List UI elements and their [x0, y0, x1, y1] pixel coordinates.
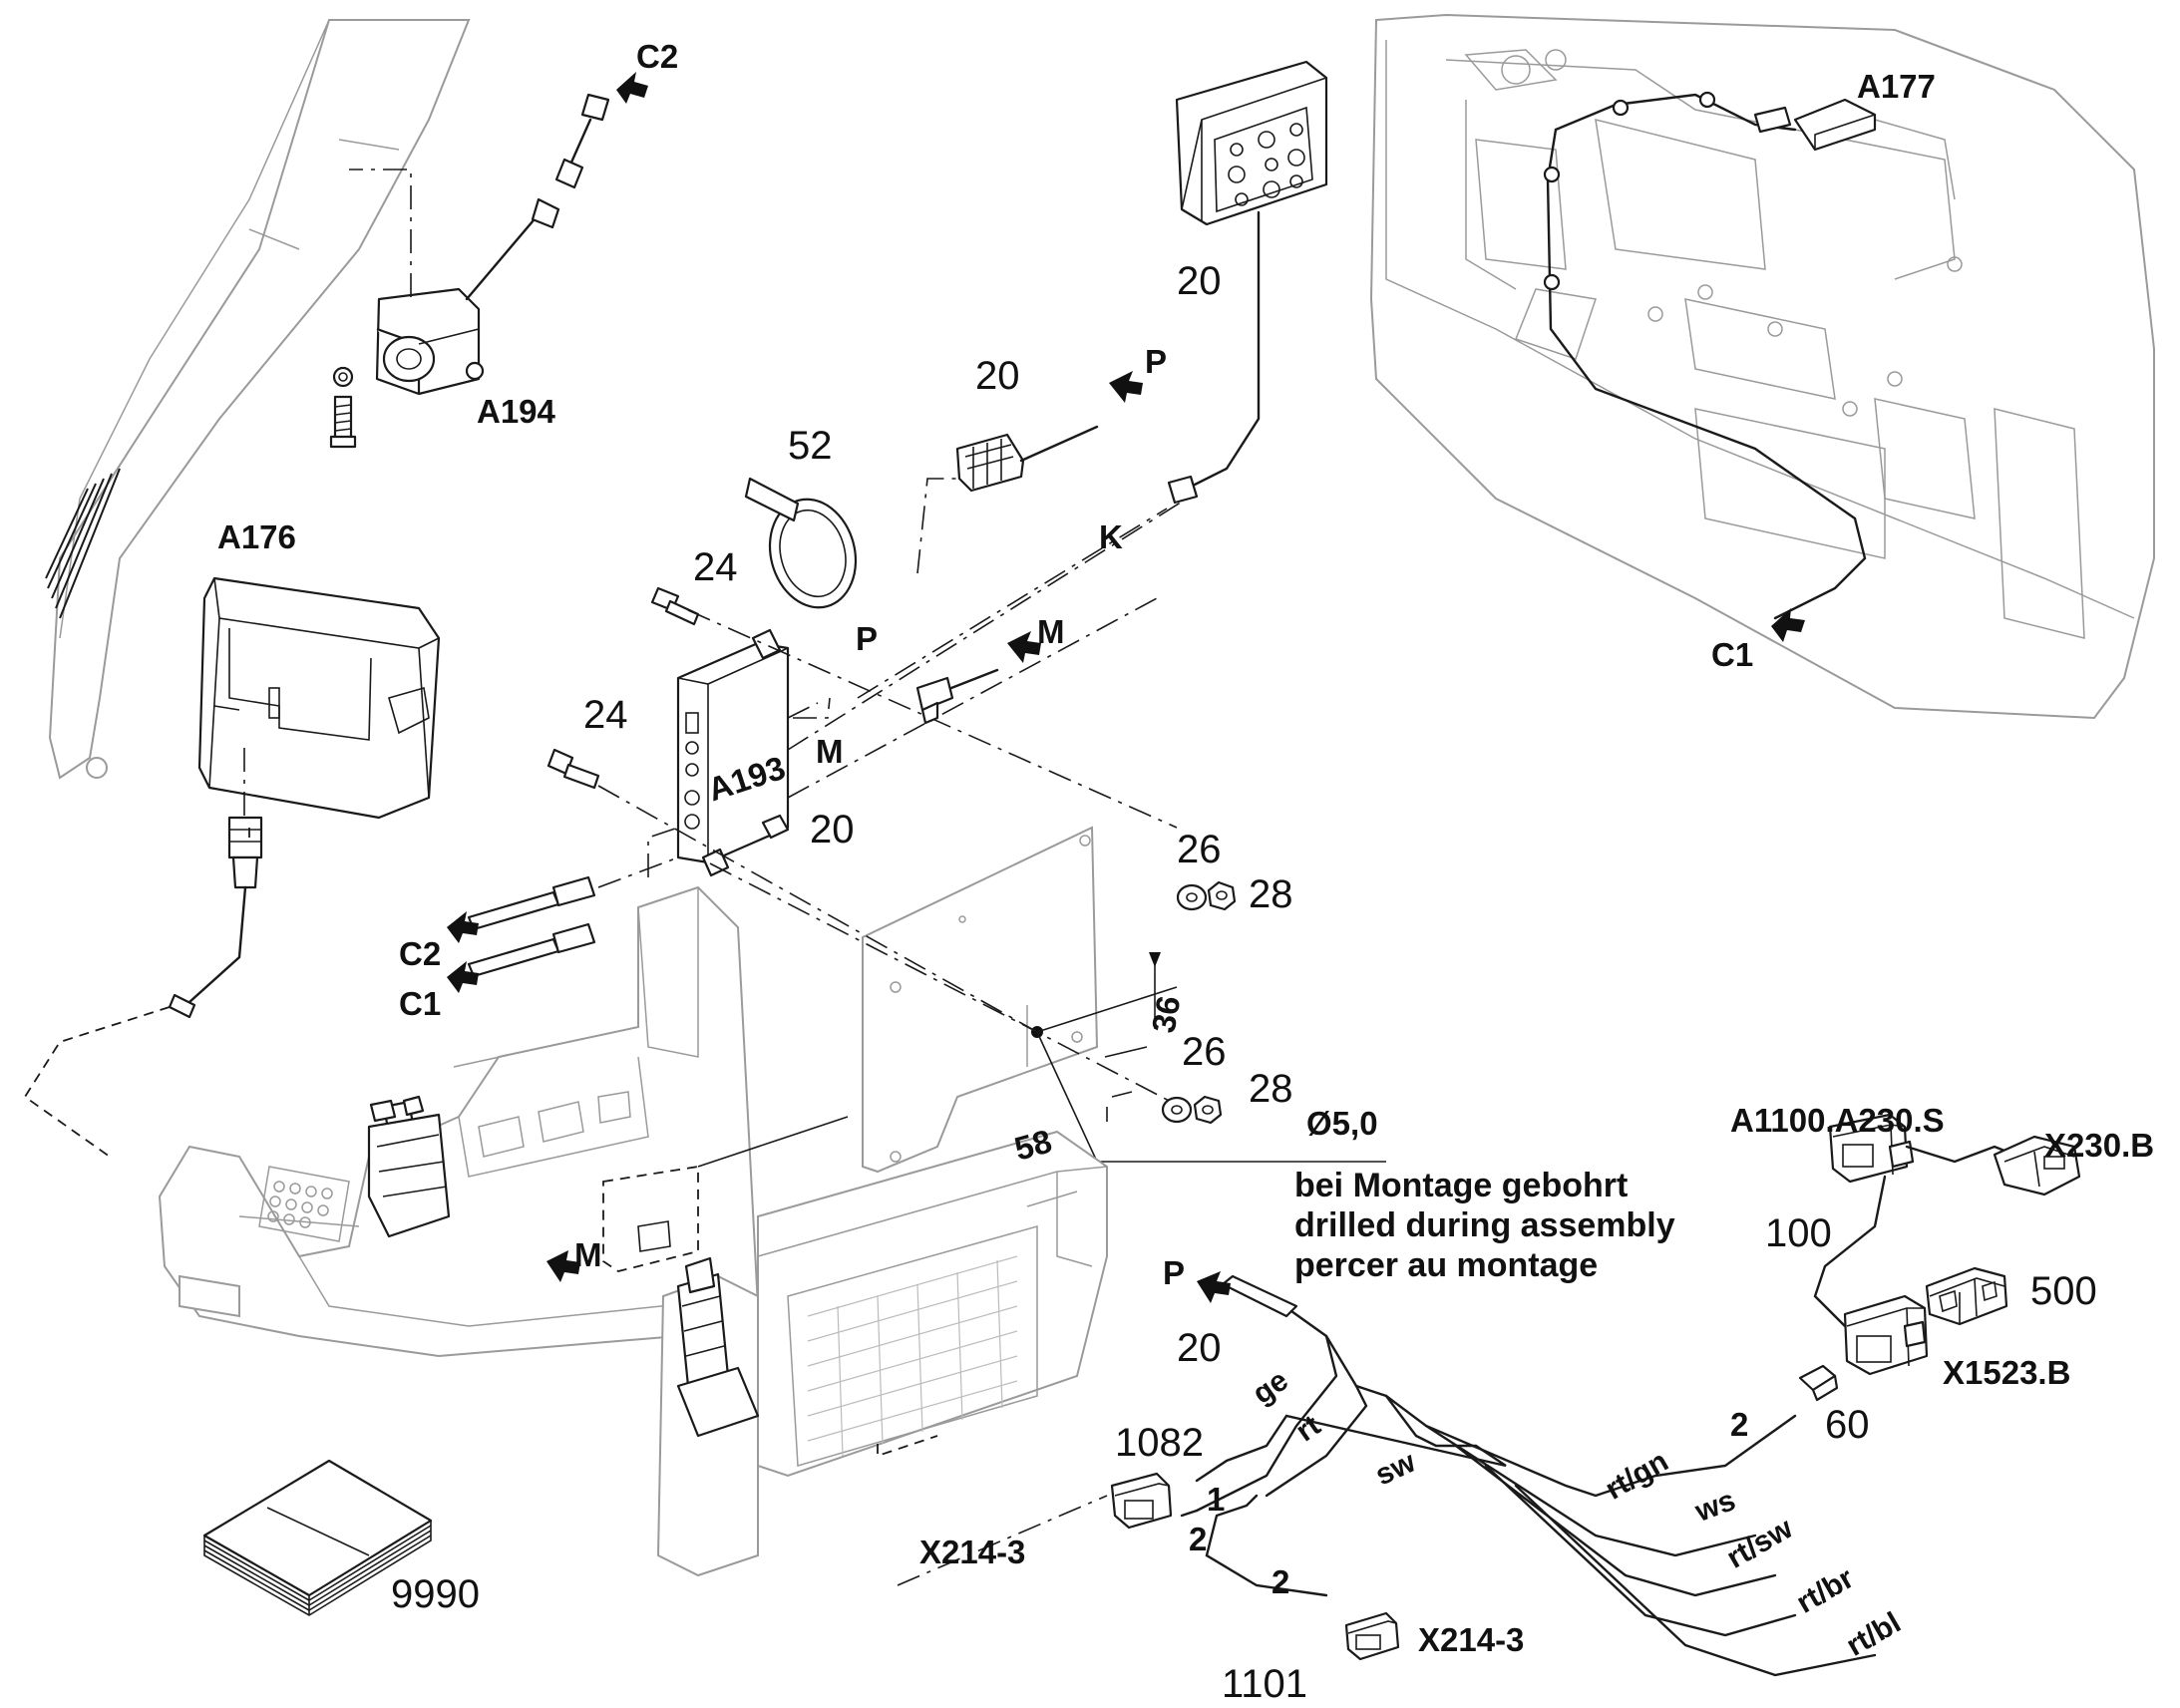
label-m-arrow: M — [1037, 613, 1065, 650]
cable-tie-52 — [744, 477, 858, 609]
arrow-p-top — [1109, 371, 1143, 403]
label-pin-1: 1 — [1207, 1481, 1225, 1518]
label-pin-2-right: 2 — [1730, 1406, 1748, 1443]
label-26-bottom: 26 — [1182, 1030, 1227, 1074]
arrow-m — [1007, 631, 1041, 663]
seat-console — [158, 885, 849, 1358]
label-c1-left: C1 — [399, 985, 441, 1022]
label-wire-ge: ge — [1247, 1364, 1294, 1411]
direction-arrows — [447, 72, 1805, 1303]
bracket-plate — [862, 826, 1099, 1174]
screw-24-left — [546, 748, 600, 790]
module-a193 — [676, 628, 790, 877]
label-52: 52 — [788, 424, 833, 468]
washer-nut-top — [1176, 880, 1237, 911]
washer-nut-bottom — [1161, 1095, 1223, 1125]
label-p-top: P — [1145, 343, 1167, 380]
plug-60 — [1798, 1364, 1839, 1402]
label-dim-36: 36 — [1145, 993, 1188, 1036]
label-24-left: 24 — [583, 693, 628, 737]
arrow-m-console — [546, 1250, 580, 1282]
label-20-plug: 20 — [975, 354, 1020, 398]
arrow-c1-left — [447, 961, 479, 993]
label-c2-left: C2 — [399, 935, 441, 972]
camera-a194 — [329, 93, 610, 449]
connector-500 — [1925, 1266, 2008, 1326]
label-9990: 9990 — [391, 1572, 480, 1616]
label-60: 60 — [1825, 1403, 1870, 1447]
label-a194: A194 — [477, 393, 556, 430]
label-26-top: 26 — [1177, 828, 1222, 871]
pins-c1-c2 — [467, 875, 596, 978]
connector-m — [915, 668, 999, 725]
arrow-c1-right — [1771, 608, 1805, 642]
label-1101: 1101 — [1222, 1662, 1307, 1706]
note-de: bei Montage gebohrt — [1294, 1167, 1628, 1204]
arrow-c2-top — [616, 72, 648, 104]
label-1082: 1082 — [1115, 1421, 1204, 1465]
label-c1-right: C1 — [1711, 636, 1753, 673]
label-x214-upper: X214-3 — [919, 1534, 1025, 1570]
wire-harness — [897, 1274, 1877, 1677]
label-m-dash: M — [816, 733, 844, 770]
label-k: K — [1099, 518, 1123, 555]
label-pin-2-upper: 2 — [1189, 1521, 1207, 1557]
connector-x1523b — [1843, 1294, 1929, 1376]
sensor-20 — [1167, 60, 1328, 505]
label-wire-ws: ws — [1690, 1484, 1740, 1529]
label-20-harness: 20 — [1177, 1326, 1222, 1370]
label-x1523b: X1523.B — [1943, 1354, 2070, 1391]
note-fr: percer au montage — [1294, 1246, 1598, 1284]
label-20-sensor: 20 — [1177, 259, 1222, 303]
screw-24-top — [650, 586, 700, 626]
label-pin-2-lower: 2 — [1272, 1563, 1289, 1600]
label-28-top: 28 — [1249, 872, 1293, 916]
label-wire-rt-br: rt/br — [1791, 1561, 1860, 1620]
plug-20 — [955, 425, 1099, 493]
label-m-console: M — [574, 1236, 602, 1273]
label-x230b: X230.B — [2044, 1127, 2154, 1164]
connector-a1100 — [1813, 1113, 2021, 1328]
label-x214-lower: X214-3 — [1418, 1621, 1524, 1658]
label-p-dash: P — [856, 620, 878, 657]
label-wire-sw: sw — [1370, 1445, 1421, 1492]
label-a177: A177 — [1857, 68, 1936, 105]
rear-frame — [1369, 13, 2155, 720]
label-p-harness: P — [1163, 1254, 1185, 1291]
label-wire-rt-gn: rt/gn — [1600, 1445, 1673, 1507]
arrow-p-harness — [1197, 1271, 1231, 1303]
label-c2-top: C2 — [636, 38, 678, 75]
label-20-box: 20 — [810, 808, 855, 852]
control-panel — [656, 1130, 1108, 1577]
connector-x230b — [1993, 1135, 2081, 1196]
label-hole-diameter: Ø5,0 — [1306, 1105, 1378, 1142]
label-500: 500 — [2030, 1269, 2097, 1313]
label-a176: A176 — [217, 518, 296, 555]
manual-9990 — [202, 1459, 433, 1616]
label-28-bottom: 28 — [1249, 1067, 1293, 1111]
label-24-top: 24 — [693, 545, 738, 589]
label-100: 100 — [1765, 1211, 1832, 1255]
arrow-c2-left — [447, 911, 479, 943]
note-en: drilled during assembly — [1294, 1206, 1675, 1244]
label-wire-rt: rt — [1290, 1409, 1327, 1448]
control-unit-a176 — [23, 576, 441, 1158]
label-a1100: A1100.A230.S — [1730, 1102, 1945, 1139]
label-wire-rt-sw: rt/sw — [1721, 1512, 1799, 1575]
boom-arm — [45, 19, 471, 780]
